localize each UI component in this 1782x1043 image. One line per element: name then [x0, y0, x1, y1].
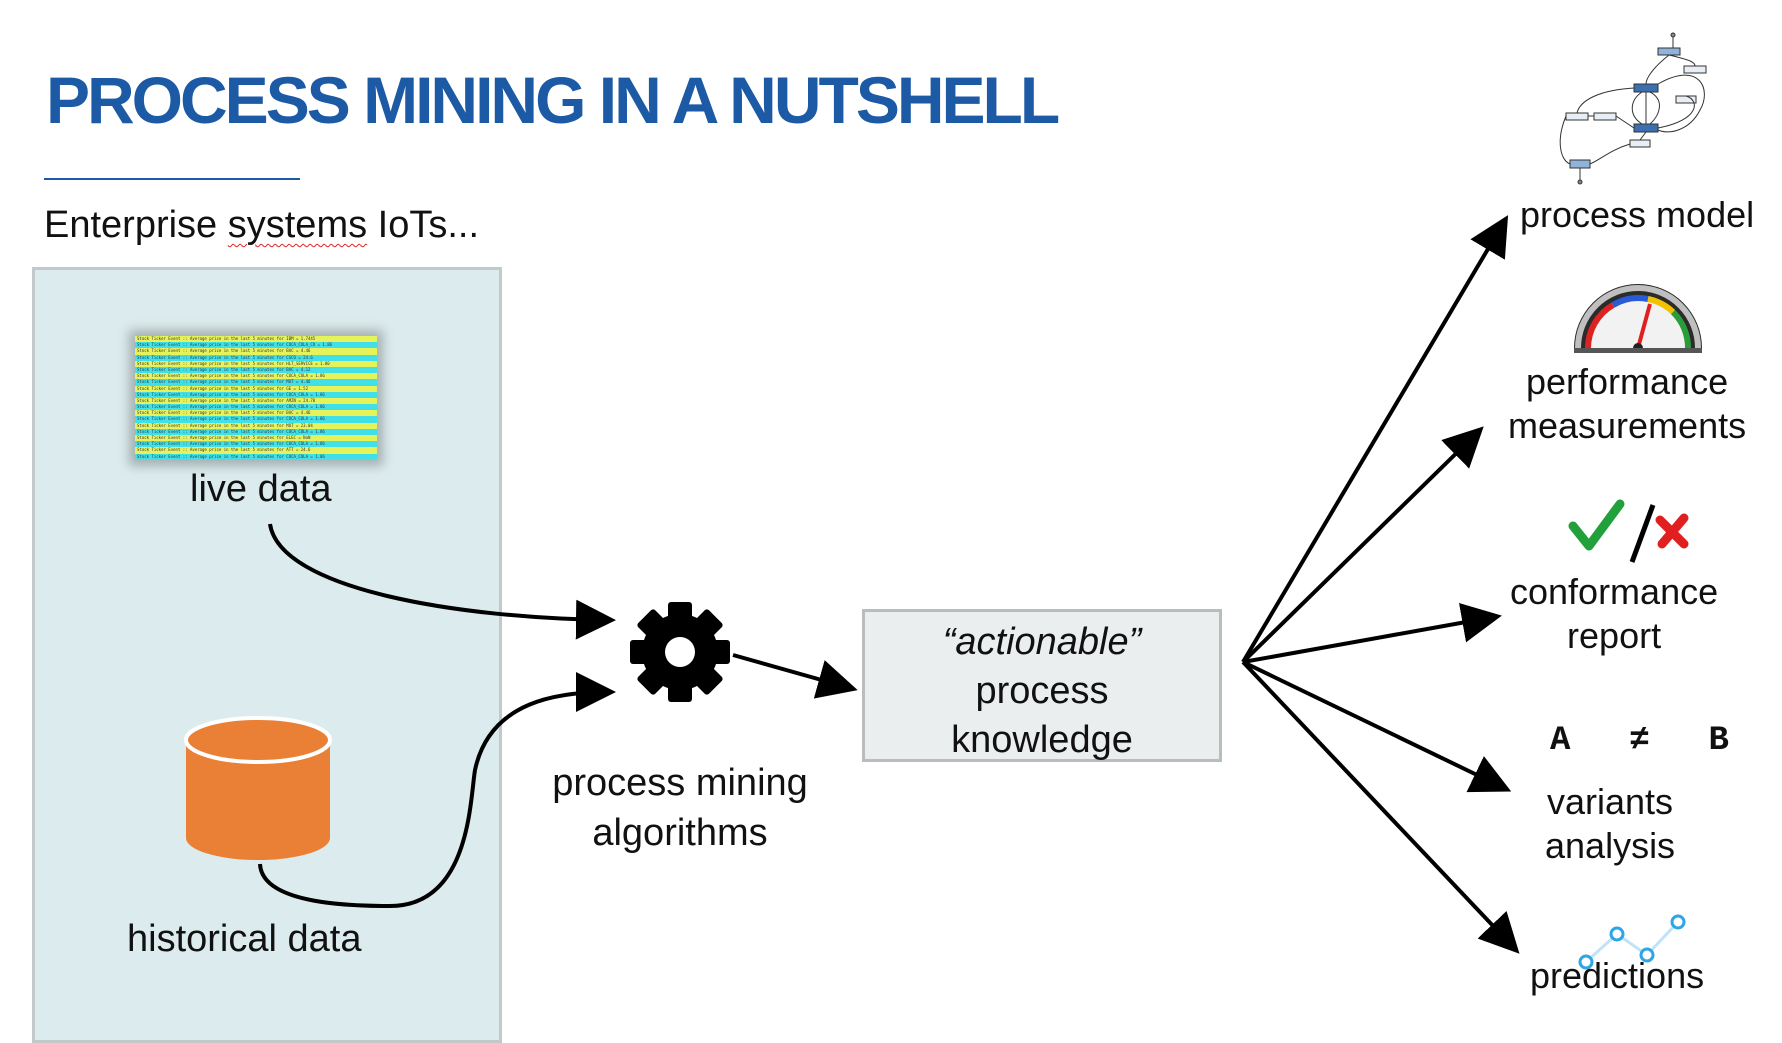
knowledge-line3: knowledge — [951, 719, 1133, 761]
knowledge-line2: process — [975, 670, 1109, 712]
a-not-equal-b: A ≠ B — [1550, 722, 1729, 760]
page-title: PROCESS MINING IN A NUTSHELL — [46, 63, 1060, 137]
output-variants-label: variants analysis — [1545, 780, 1675, 868]
output-arrows — [1241, 215, 1520, 954]
output-predictions-label: predictions — [1530, 955, 1705, 996]
subtitle-text-squiggly: systems — [227, 204, 368, 246]
subtitle-text-before: Enterprise — [44, 204, 228, 246]
conformance-line1: conformance — [1510, 571, 1719, 612]
not-equal-sign: ≠ — [1629, 722, 1650, 760]
historical-data-label: historical data — [127, 918, 362, 960]
title-underline — [44, 178, 300, 180]
variants-line2: analysis — [1545, 825, 1676, 866]
prediction-line-icon — [1578, 914, 1686, 970]
process-model-graph-icon — [1559, 32, 1707, 185]
output-process-model-label: process model — [1520, 194, 1755, 235]
subtitle-text-after: IoTs... — [367, 204, 480, 246]
algorithms-label: process mining algorithms — [530, 758, 830, 858]
live-data-log-image: Stock Ticker Event :: Average price in t… — [135, 336, 377, 460]
algorithms-label-line2: algorithms — [592, 812, 768, 854]
variants-line1: variants — [1547, 781, 1674, 822]
check-cross-icon — [1568, 499, 1689, 563]
speedometer-icon — [1574, 284, 1702, 353]
performance-line2: measurements — [1508, 405, 1747, 446]
database-icon — [184, 716, 332, 860]
historical-data-arrow — [258, 672, 616, 909]
live-data-arrow — [268, 523, 616, 640]
output-performance-label: performance measurements — [1508, 360, 1746, 448]
variant-b: B — [1708, 722, 1729, 760]
output-conformance-label: conformance report — [1510, 570, 1718, 658]
algorithms-label-line1: process mining — [552, 762, 808, 804]
performance-line1: performance — [1526, 361, 1729, 402]
knowledge-box: “actionable” process knowledge — [862, 609, 1222, 762]
variant-a: A — [1550, 722, 1571, 760]
subtitle: Enterprise systems IoTs... — [44, 204, 479, 247]
knowledge-line1: “actionable” — [942, 621, 1142, 663]
conformance-line2: report — [1567, 615, 1662, 656]
algorithms-to-knowledge-arrow — [732, 653, 858, 699]
gear-icon — [630, 602, 730, 702]
live-data-label: live data — [190, 468, 332, 510]
